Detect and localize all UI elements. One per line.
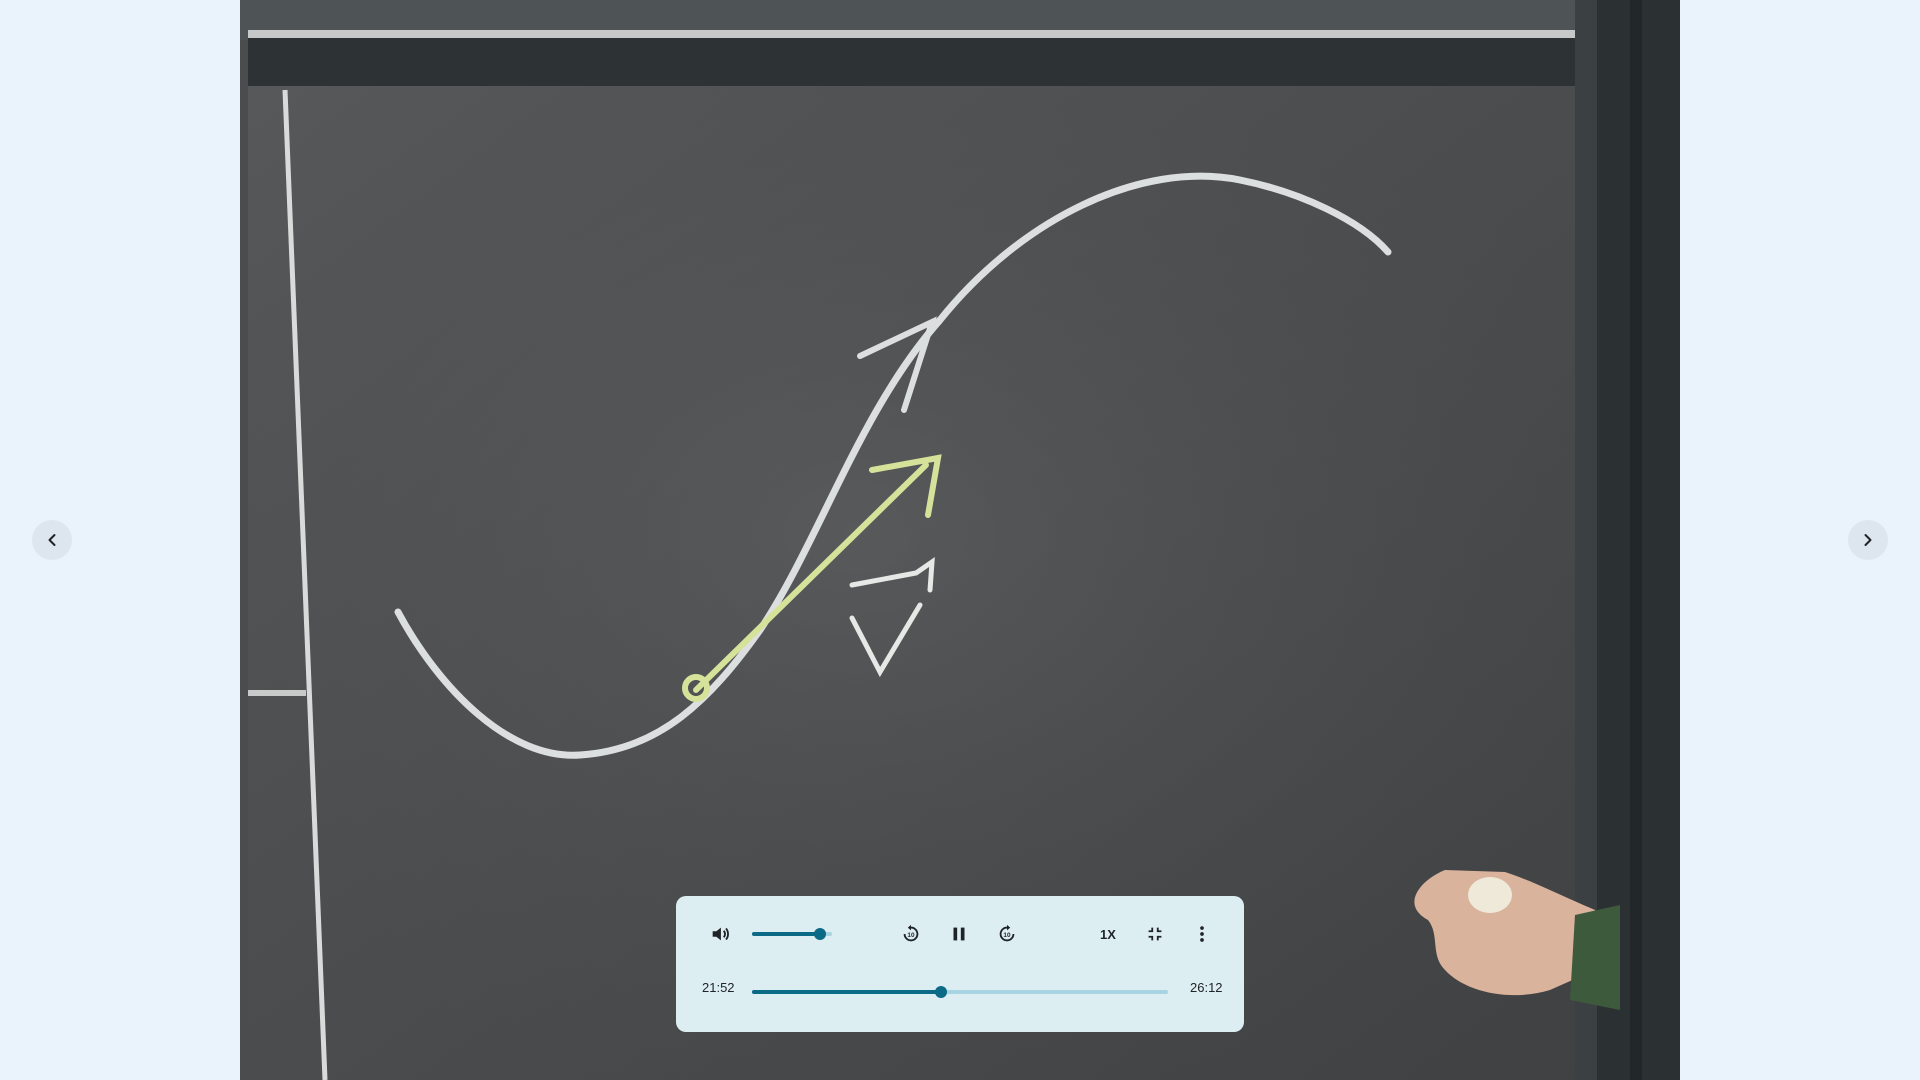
forward-10-button[interactable]: 10	[991, 918, 1023, 950]
mute-button[interactable]	[704, 918, 736, 950]
media-player-controls: 10 10 1X 21:52 26:12	[676, 896, 1244, 1032]
exit-fullscreen-button[interactable]	[1139, 918, 1171, 950]
chevron-right-icon	[1864, 534, 1872, 546]
previous-button[interactable]	[32, 520, 72, 560]
seek-bar-thumb[interactable]	[935, 986, 948, 998]
total-time: 26:12	[1190, 980, 1223, 995]
seek-bar-fill	[752, 990, 942, 994]
chevron-left-icon	[48, 534, 56, 546]
volume-icon	[712, 927, 729, 941]
volume-slider[interactable]	[752, 928, 832, 940]
exit-fullscreen-icon	[1148, 927, 1162, 941]
current-time: 21:52	[702, 980, 735, 995]
more-options-button[interactable]	[1186, 918, 1218, 950]
forward-10-icon: 10	[999, 924, 1015, 942]
playback-speed-button[interactable]: 1X	[1100, 926, 1116, 942]
more-vert-icon	[1200, 926, 1204, 942]
pause-icon	[953, 927, 965, 941]
replay-10-icon: 10	[903, 924, 919, 942]
svg-text:10: 10	[907, 932, 915, 939]
seek-bar[interactable]	[752, 986, 1168, 998]
volume-slider-fill	[752, 932, 820, 936]
volume-slider-thumb[interactable]	[814, 928, 826, 940]
pause-button[interactable]	[943, 918, 975, 950]
next-button[interactable]	[1848, 520, 1888, 560]
svg-text:10: 10	[1003, 932, 1011, 939]
replay-10-button[interactable]: 10	[895, 918, 927, 950]
